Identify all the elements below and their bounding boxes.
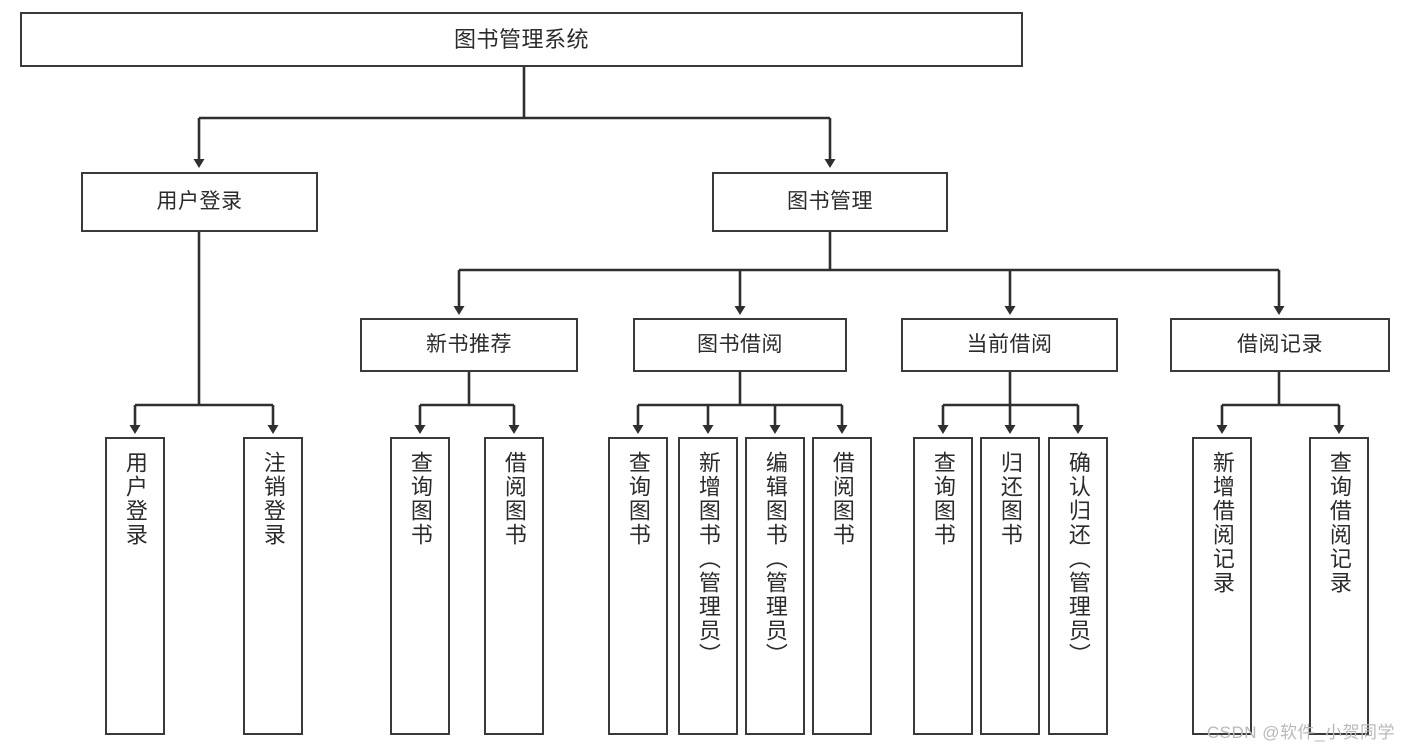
node-book-management[interactable]: 图书管理	[712, 172, 948, 232]
node-label: 借阅图书	[829, 451, 855, 547]
node-book-borrow[interactable]: 图书借阅	[633, 318, 847, 372]
node-label: 当前借阅	[966, 332, 1053, 356]
leaf-confirm-return[interactable]: 确认归还（管理员）	[1048, 437, 1108, 735]
node-label: 确认归还（管理员）	[1065, 451, 1091, 667]
node-label: 图书管理	[787, 189, 873, 213]
leaf-query-book-recommend[interactable]: 查询图书	[390, 437, 450, 735]
node-label: 编辑图书（管理员）	[762, 451, 788, 667]
leaf-borrow-book[interactable]: 借阅图书	[812, 437, 872, 735]
node-label: 图书管理系统	[453, 26, 589, 52]
node-label: 新增借阅记录	[1209, 451, 1235, 595]
node-label: 借阅图书	[501, 451, 527, 547]
node-root-system[interactable]: 图书管理系统	[20, 12, 1023, 67]
leaf-user-logout[interactable]: 注销登录	[243, 437, 303, 735]
node-borrow-record[interactable]: 借阅记录	[1170, 318, 1390, 372]
node-label: 借阅记录	[1237, 332, 1323, 356]
leaf-return-book[interactable]: 归还图书	[980, 437, 1040, 735]
node-label: 注销登录	[260, 451, 286, 547]
node-label: 查询图书	[407, 451, 433, 547]
node-label: 查询图书	[930, 451, 956, 547]
node-label: 用户登录	[122, 451, 148, 547]
node-label: 查询借阅记录	[1326, 451, 1352, 595]
node-label: 查询图书	[625, 451, 651, 547]
leaf-query-book-current[interactable]: 查询图书	[913, 437, 973, 735]
leaf-add-borrow-record[interactable]: 新增借阅记录	[1192, 437, 1252, 735]
node-label: 新书推荐	[426, 332, 512, 356]
node-current-borrow[interactable]: 当前借阅	[901, 318, 1118, 372]
node-new-book-recommend[interactable]: 新书推荐	[360, 318, 578, 372]
leaf-user-login[interactable]: 用户登录	[105, 437, 165, 735]
csdn-watermark: CSDN @软件_小贺同学	[1206, 723, 1395, 742]
leaf-edit-book[interactable]: 编辑图书（管理员）	[745, 437, 805, 735]
node-label: 用户登录	[156, 189, 243, 213]
node-user-login[interactable]: 用户登录	[81, 172, 318, 232]
leaf-add-book[interactable]: 新增图书（管理员）	[678, 437, 738, 735]
leaf-borrow-book-recommend[interactable]: 借阅图书	[484, 437, 544, 735]
node-label: 图书借阅	[697, 332, 783, 356]
leaf-query-borrow-record[interactable]: 查询借阅记录	[1309, 437, 1369, 735]
node-label: 归还图书	[997, 451, 1023, 547]
node-label: 新增图书（管理员）	[695, 451, 721, 667]
leaf-query-book-borrow[interactable]: 查询图书	[608, 437, 668, 735]
